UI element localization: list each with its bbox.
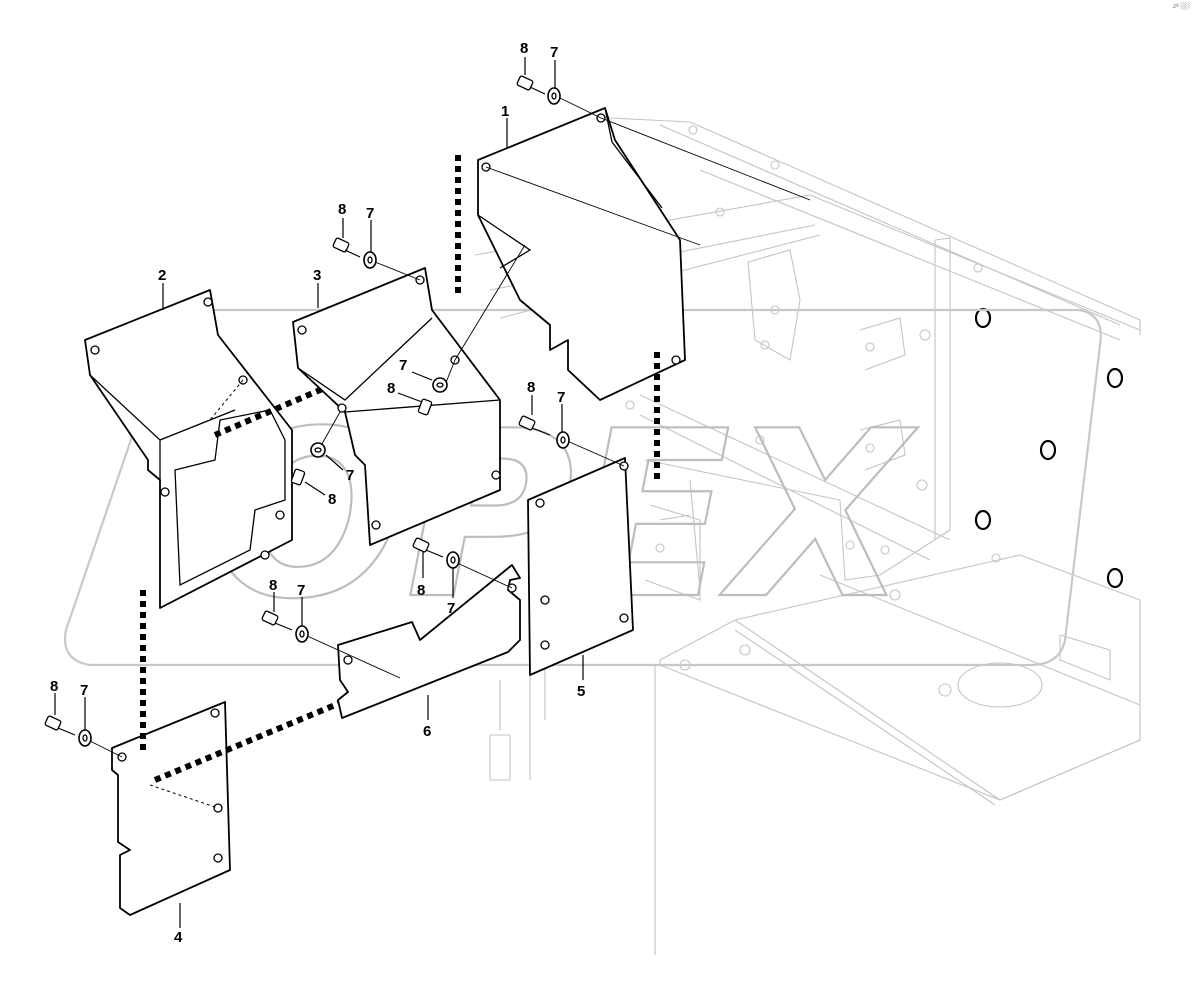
washer-icon [446,551,460,569]
callout-8: 8 [417,582,425,599]
callout-labels: 1 2 3 4 5 6 8 7 8 7 7 8 7 8 8 7 8 7 8 7 … [50,40,585,946]
bolt-icon [261,610,293,631]
callout-7: 7 [297,582,305,599]
callout-8: 8 [338,201,346,218]
bolt-icon [332,237,361,258]
wall-grommets [974,307,1124,589]
bolt-icon [412,537,444,558]
callout-7: 7 [80,682,88,699]
callout-5: 5 [577,683,585,700]
callout-8: 8 [328,491,336,508]
callout-4: 4 [174,929,183,946]
callout-7: 7 [366,205,374,222]
callout-3: 3 [313,267,321,284]
callout-7: 7 [447,600,455,617]
callout-7: 7 [346,467,354,484]
washer-icon [432,377,448,393]
callout-1: 1 [501,103,509,120]
washer-icon [78,729,92,747]
part-1-top-shield [455,107,686,401]
fastener-axes [87,97,811,758]
callout-8: 8 [269,577,277,594]
bolt-icon [518,415,551,436]
bolt-icon [290,468,306,486]
callout-8: 8 [387,380,395,397]
washer-icon [556,431,570,449]
washer-icon [310,442,326,458]
callout-7: 7 [557,389,565,406]
part-6-plate [337,564,521,719]
washer-icon [547,87,561,105]
callout-8: 8 [50,678,58,695]
callout-8: 8 [520,40,528,57]
washer-icon [295,625,309,643]
callout-8: 8 [527,379,535,396]
part-4-lower-plate [111,590,402,916]
part-3-middle-bracket [292,244,526,546]
part-5-vertical-plate [527,352,660,676]
washer-icon [363,251,377,269]
leader-lines [54,57,584,928]
callout-7: 7 [399,357,407,374]
bolt-icon [417,398,433,416]
callout-7: 7 [550,44,558,61]
fasteners [44,75,570,747]
callout-6: 6 [423,723,431,740]
bolt-icon [44,715,76,736]
callout-2: 2 [158,267,166,284]
bolt-icon [516,75,546,95]
corner-mark: zº ░░ [1172,3,1190,10]
